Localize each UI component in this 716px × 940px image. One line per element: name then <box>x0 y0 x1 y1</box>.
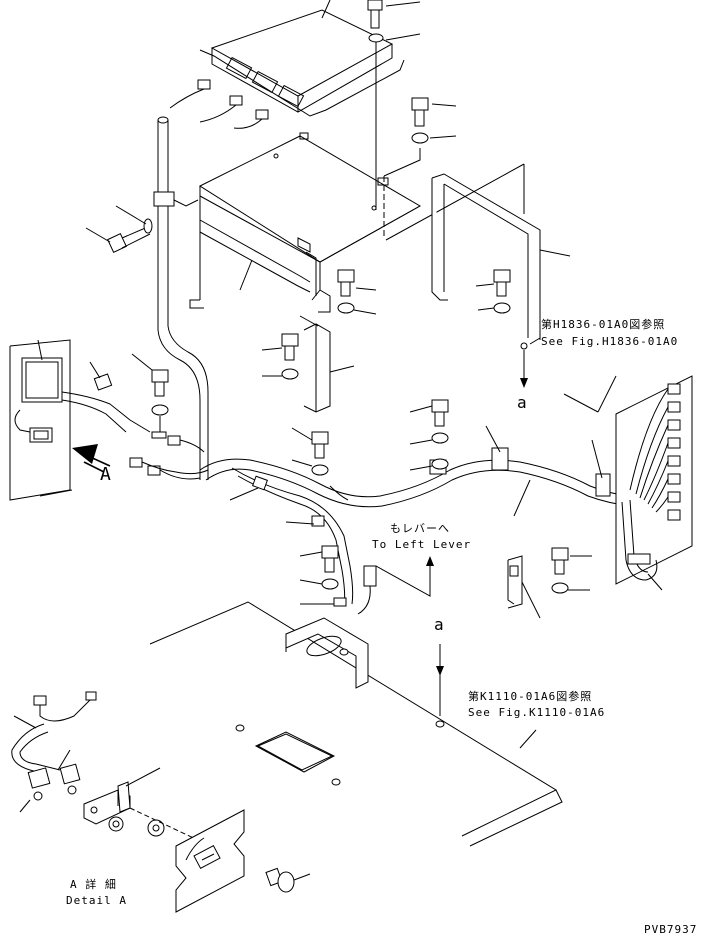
section-arrow-lower <box>436 644 444 716</box>
view-marker-a: A <box>100 464 111 485</box>
lever-arrow <box>376 556 434 596</box>
section-label-a-lower: a <box>434 615 444 634</box>
harness-clamps <box>230 426 610 526</box>
ref-mid-en: See Fig.K1110-01A6 <box>468 706 606 719</box>
leader-lines-top <box>386 164 524 240</box>
connector-cluster-left <box>90 362 208 479</box>
left-panel <box>10 340 150 500</box>
support-bracket-right <box>432 174 570 344</box>
support-strap <box>300 316 354 412</box>
section-arrow-upper <box>520 343 528 388</box>
bolt-stack-mid-1 <box>292 428 328 475</box>
bolt-stack-strap <box>262 334 298 379</box>
detail-a-panel <box>176 810 244 912</box>
mounting-bracket <box>190 133 420 312</box>
detail-a-harness <box>12 692 96 812</box>
detail-a-bracket <box>84 768 240 860</box>
bolt-stack-bracket-left <box>338 270 376 314</box>
relay-panel <box>564 376 692 590</box>
bolt-left-clamp <box>86 206 152 252</box>
bolt-stack-bracket-right <box>476 270 510 313</box>
ref-mid-jp: 第K1110-01A6図参照 <box>468 690 593 703</box>
lever-label-jp: もレバーへ <box>390 522 450 535</box>
bolt-stack-upper-right <box>384 98 456 238</box>
floor-plate <box>150 602 562 846</box>
harness-pipe <box>154 117 208 480</box>
bracket-lower-right <box>508 556 540 618</box>
ref-top-en: See Fig.H1836-01A0 <box>541 335 679 348</box>
bolt-stack-center <box>368 0 420 210</box>
bolt-stack-lower <box>300 546 376 614</box>
view-arrow-a <box>72 444 110 472</box>
bolt-stack-left-harness <box>132 354 168 438</box>
section-label-a-upper: a <box>517 393 527 412</box>
drawing-id: PVB7937 <box>644 923 698 936</box>
bolt-stack-lower-right <box>552 548 592 593</box>
detail-label-en: Detail A <box>66 894 127 907</box>
leader-bracket <box>240 260 252 290</box>
detail-label-jp: A 詳 細 <box>70 878 117 891</box>
controller-unit <box>200 0 404 116</box>
ref-top-jp: 第H1836-01A0図参照 <box>541 318 666 331</box>
bolt-stack-mid-2 <box>410 400 448 470</box>
detail-a-bolt <box>266 868 310 892</box>
connector-cluster-top <box>170 80 268 128</box>
lever-label-en: To Left Lever <box>372 538 472 551</box>
